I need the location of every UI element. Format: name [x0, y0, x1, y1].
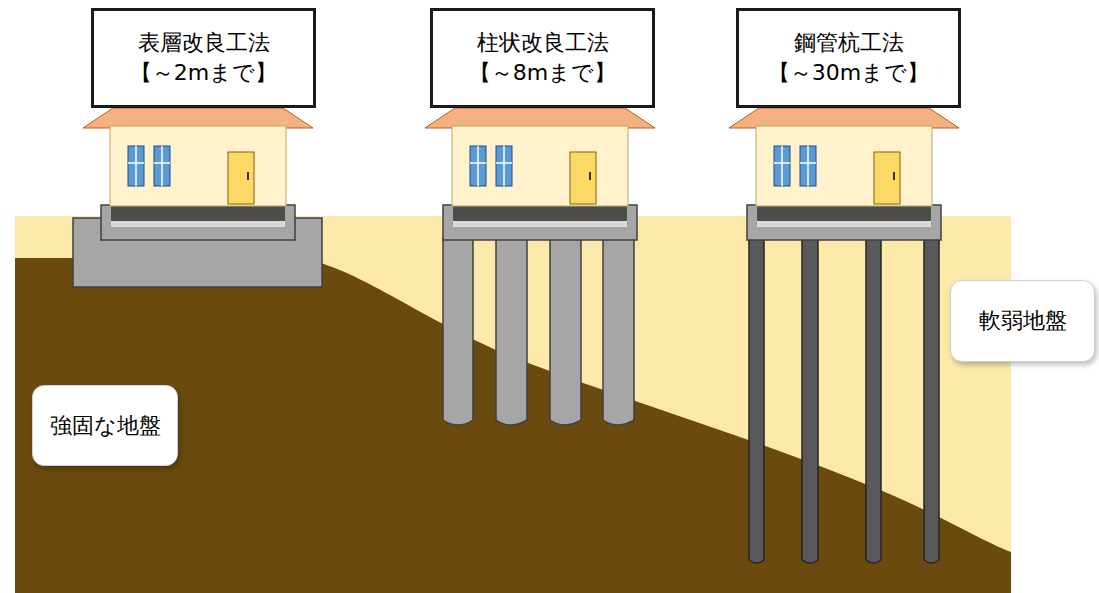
- method-box: 鋼管杭工法【～30mまで】: [736, 8, 961, 108]
- node-heading: 柱状改良工法: [477, 28, 609, 58]
- house: [425, 108, 655, 206]
- node-heading: 軟弱地盤: [979, 306, 1067, 336]
- node-heading: 鋼管杭工法: [794, 28, 904, 58]
- steel-piles: [749, 238, 939, 563]
- soft-ground: [15, 216, 1011, 593]
- foundation: [747, 205, 941, 240]
- node-heading: 表層改良工法: [138, 28, 270, 58]
- method-box: 表層改良工法【～2mまで】: [91, 8, 316, 108]
- node-subtext: 【～2mまで】: [130, 58, 277, 88]
- foundation: [101, 205, 295, 240]
- method-box: 柱状改良工法【～8mまで】: [430, 8, 655, 108]
- node-subtext: 【～30mまで】: [768, 58, 929, 88]
- node-subtext: 【～8mまで】: [469, 58, 616, 88]
- node-heading: 強固な地盤: [50, 411, 161, 441]
- soil-columns: [443, 238, 634, 425]
- house: [729, 108, 959, 206]
- ground-label: 強固な地盤: [32, 385, 178, 466]
- ground-label: 軟弱地盤: [950, 280, 1095, 362]
- foundation: [443, 205, 637, 240]
- house: [83, 108, 313, 206]
